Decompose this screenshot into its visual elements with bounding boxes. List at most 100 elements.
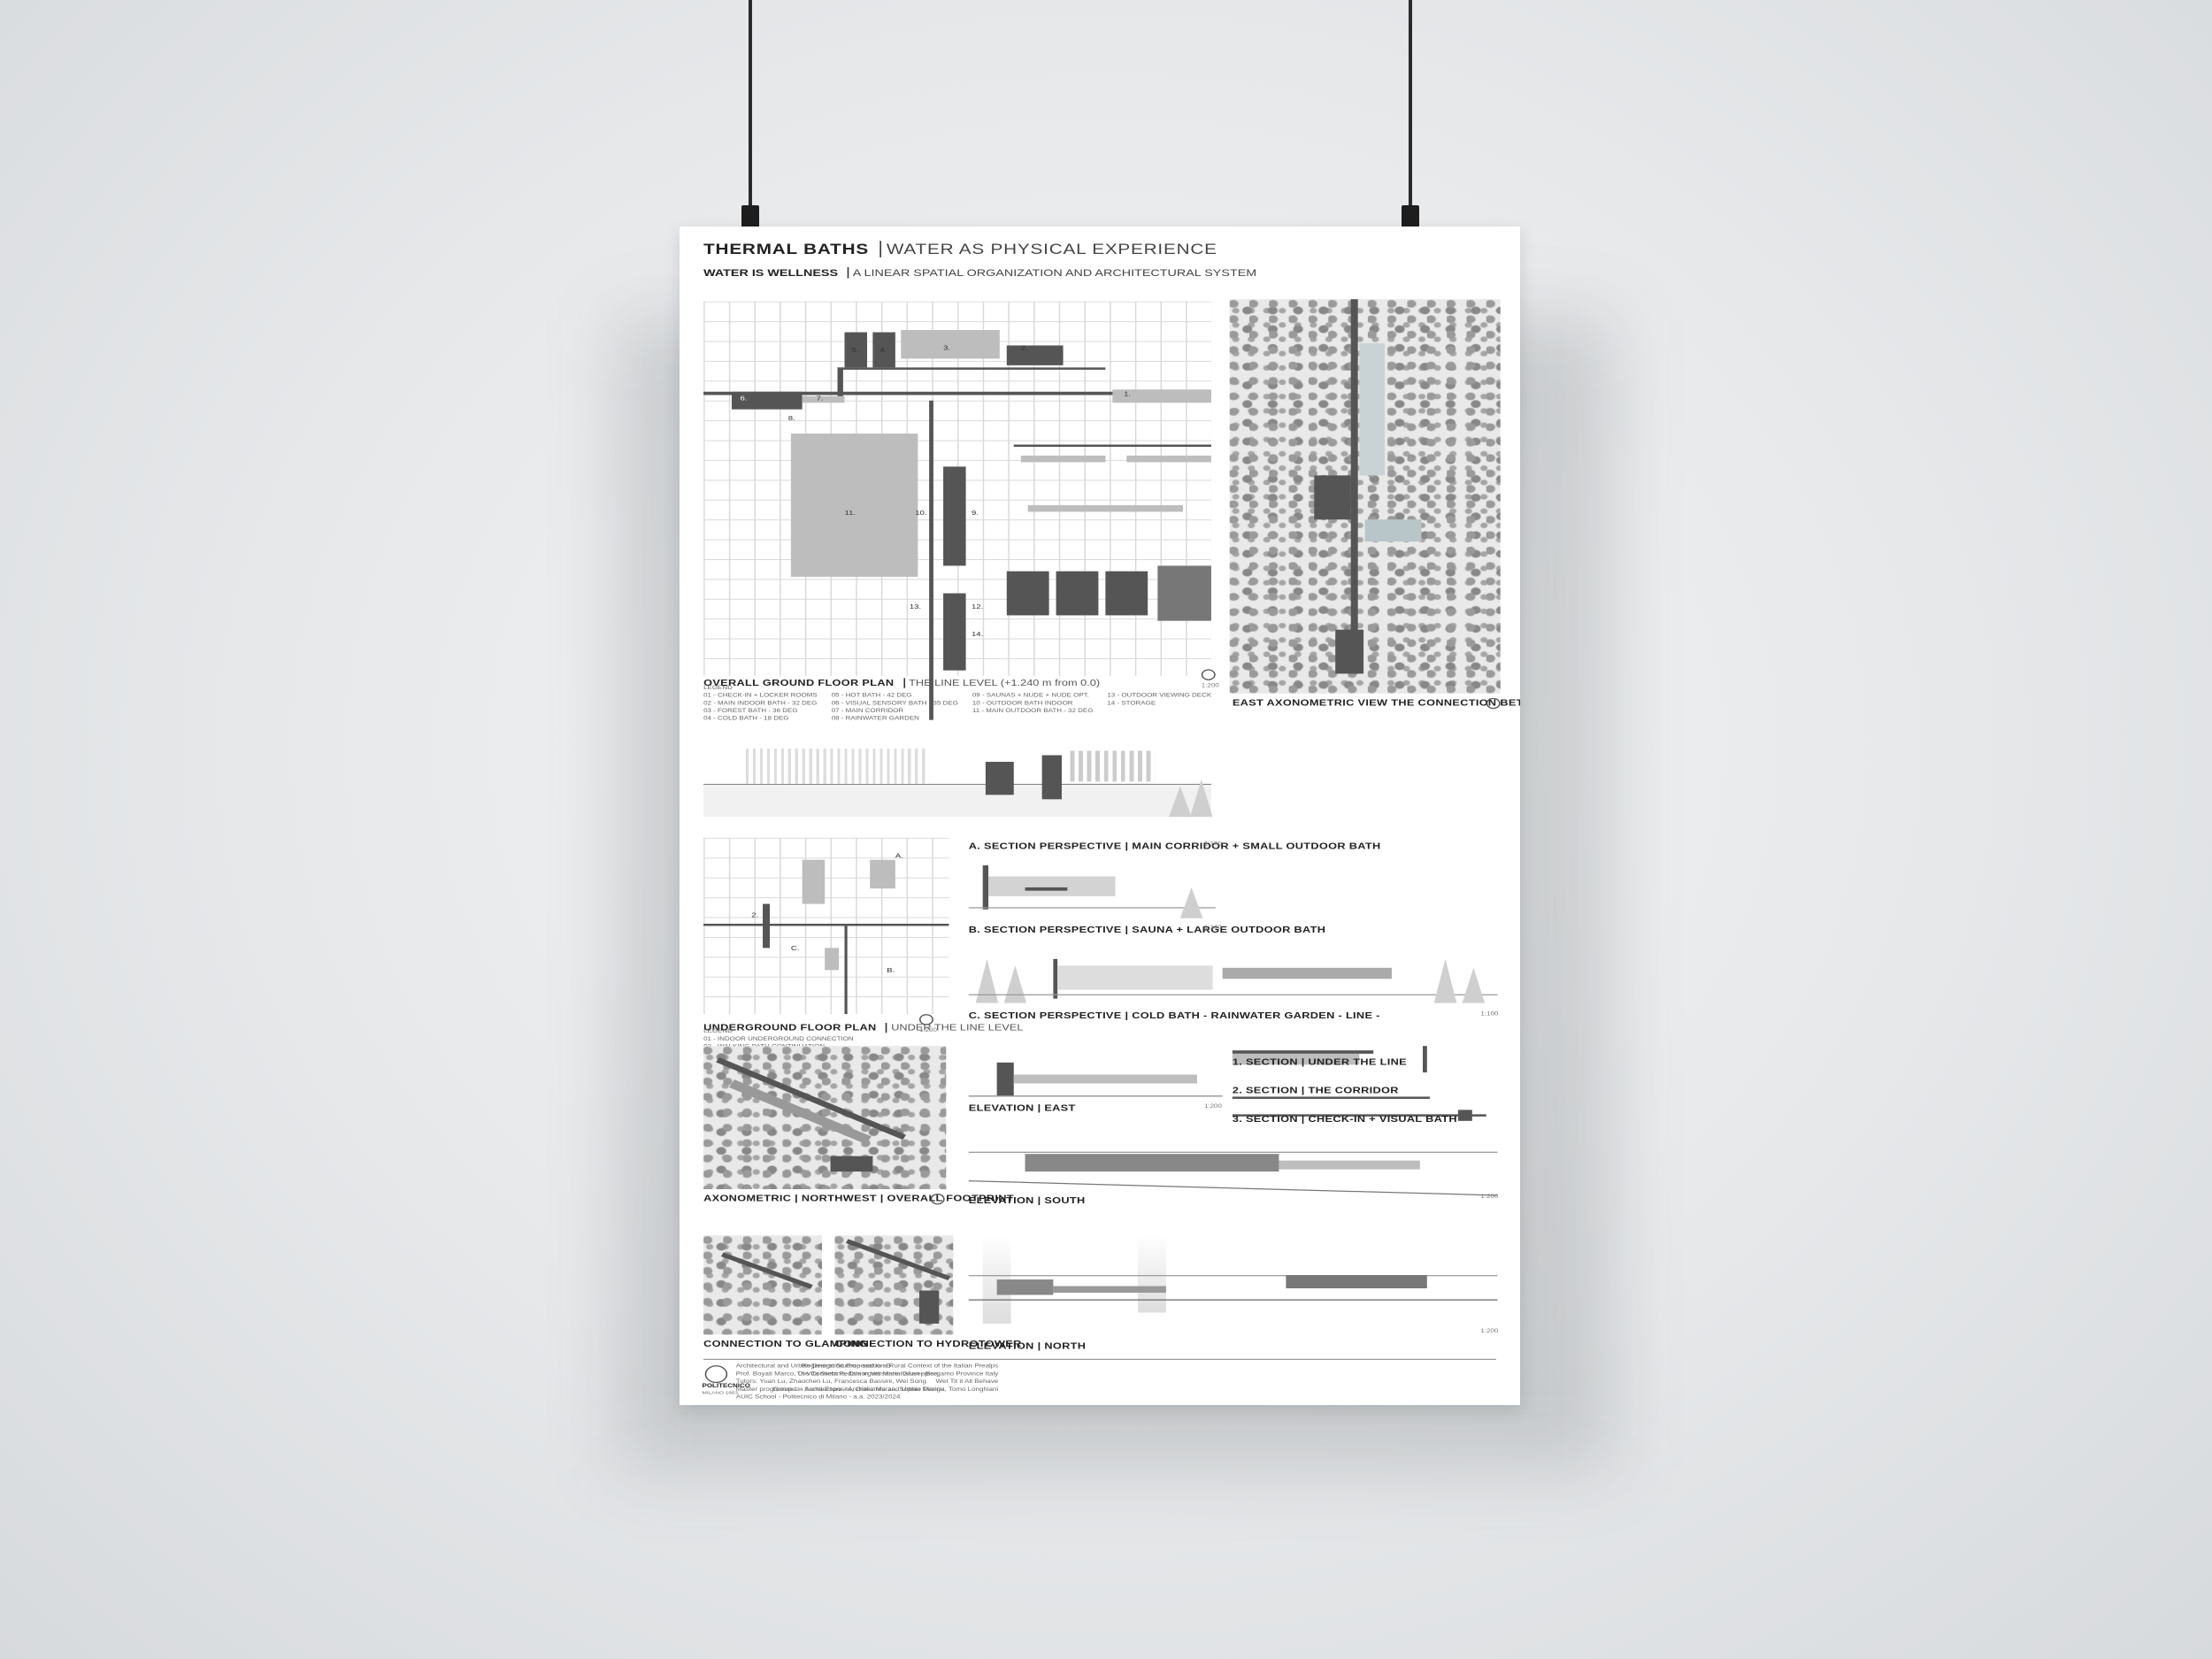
- section-marker-c: C.: [790, 945, 800, 953]
- footer-right-credits: Regeneration Proposal in a Rural Context…: [772, 1363, 998, 1394]
- underground-plan-caption: UNDERGROUND FLOOR PLAN UNDER THE LINE LE…: [703, 1017, 1024, 1036]
- section-a-drawing: [968, 855, 1216, 918]
- room-3-label: 3.: [943, 345, 951, 352]
- room-14-label: 14.: [971, 632, 984, 639]
- ground-plan-legend-label: LEGEND: [703, 684, 733, 692]
- legend-item: 11 - MAIN OUTDOOR BATH - 32 DEG: [972, 708, 1094, 715]
- room-12-label: 12.: [971, 603, 984, 611]
- credit-line: Tutors: Yuan Lu, Zhaochen Lu, Francesca …: [735, 1379, 926, 1386]
- logo-text: POLITECNICO: [702, 1383, 750, 1390]
- hydrotower-connection-view: [834, 1235, 954, 1335]
- poster-content: THERMAL BATHS WATER AS PHYSICAL EXPERIEN…: [680, 227, 1520, 1405]
- room-2-label: 2.: [1020, 345, 1028, 352]
- underground-plan-level: UNDER THE LINE LEVEL: [885, 1023, 1024, 1033]
- elevation-north-title: ELEVATION | NORTH: [968, 1340, 1087, 1352]
- elevation-east-title: ELEVATION | EAST: [968, 1102, 1076, 1114]
- credit-line: Prof. Boyati Marco, Di Vita Stefano, Dim…: [735, 1371, 939, 1378]
- ground-plan-level: THE LINE LEVEL (+1.240 m from 0.0): [902, 678, 1101, 688]
- elevation-north-scale: 1:200: [1480, 1327, 1499, 1335]
- credit-line: Wet Tit it All Behave: [935, 1379, 999, 1386]
- credit-line: Master programme in Architecture - Archi…: [735, 1386, 945, 1394]
- room-8-label: 8.: [787, 416, 795, 423]
- legend-item: 04 - COLD BATH - 18 DEG: [703, 715, 789, 723]
- section-b-scale: 1:100: [1203, 925, 1222, 932]
- room-4-label: 4.: [879, 347, 887, 355]
- section-marker-b: B.: [887, 967, 895, 975]
- room-5-label: 5.: [851, 347, 859, 355]
- credit-line: AUIC School - Politecnico di Milano - a.…: [735, 1394, 901, 1402]
- ground-plan-legend: 01 - CHECK-IN + LOCKER ROOMS 02 - MAIN I…: [703, 693, 1211, 724]
- legend-item: 07 - MAIN CORRIDOR: [831, 708, 904, 715]
- connection-glamping-title: CONNECTION TO GLAMPING: [703, 1339, 869, 1349]
- legend-item: 06 - VISUAL SENSORY BATH - 35 DEG: [831, 700, 958, 707]
- section-c-scale: 1:100: [1480, 1010, 1499, 1018]
- room-1-label: 1.: [1124, 391, 1132, 399]
- elevation-south-scale: 1:200: [1480, 1193, 1499, 1201]
- poster: THERMAL BATHS WATER AS PHYSICAL EXPERIEN…: [680, 227, 1520, 1405]
- legend-item: 03 - FOREST BATH - 36 DEG: [703, 708, 798, 715]
- north-arrow-icon: [918, 1014, 933, 1025]
- credit-line: The Connect Pedala in Versante Italian -…: [796, 1371, 999, 1378]
- section-3-title: 3. SECTION | CHECK-IN + VISUAL BATH: [1232, 1114, 1457, 1125]
- hanging-cable-right: [1409, 0, 1412, 212]
- section-2-title: 2. SECTION | THE CORRIDOR: [1232, 1085, 1399, 1096]
- ground-plan-caption: OVERALL GROUND FLOOR PLAN THE LINE LEVEL…: [703, 672, 1101, 691]
- elevation-south-title: ELEVATION | SOUTH: [968, 1195, 1086, 1206]
- legend-item: 01 - INDOOR UNDERGROUND CONNECTION: [703, 1035, 854, 1043]
- title-bold: THERMAL BATHS: [703, 241, 869, 257]
- ground-plan-title: OVERALL GROUND FLOOR PLAN: [703, 678, 895, 688]
- section-b-title: B. SECTION PERSPECTIVE | SAUNA + LARGE O…: [968, 925, 1326, 935]
- room-10-label: 10.: [915, 511, 927, 518]
- orientation-icon: [1486, 697, 1501, 710]
- legend-column-3: 09 - SAUNAS + NUDE + NUDE OPT. 10 - OUTD…: [972, 693, 1094, 724]
- underground-marker-2: 2.: [751, 912, 759, 920]
- room-9-label: 9.: [971, 511, 979, 518]
- section-c-title: C. SECTION PERSPECTIVE | COLD BATH - RAI…: [968, 1010, 1380, 1021]
- room-11-label: 11.: [844, 511, 856, 518]
- footer-left-credits: Architectural and Urban Design Studio - …: [736, 1363, 945, 1402]
- poster-header: THERMAL BATHS WATER AS PHYSICAL EXPERIEN…: [703, 240, 1256, 281]
- section-marker-a: A.: [895, 853, 903, 860]
- south-elevation-drawing: [968, 1136, 1498, 1202]
- legend-item: 10 - OUTDOOR BATH INDOOR: [972, 700, 1073, 707]
- small-sections-drawing: [1232, 1041, 1501, 1123]
- east-elevation-drawing: [968, 1046, 1223, 1101]
- north-elevation-drawing: [968, 1235, 1498, 1337]
- northwest-axonometric-view: [703, 1046, 947, 1190]
- legend-item: 09 - SAUNAS + NUDE + NUDE OPT.: [972, 692, 1089, 700]
- footer-divider: [703, 1358, 1496, 1360]
- credit-line: Group 1 - Santa Esposito, Giulia Marza, …: [772, 1386, 999, 1394]
- connection-hydrotower-title: CONNECTION TO HYDROTOWER: [834, 1339, 1022, 1349]
- room-13-label: 13.: [909, 603, 922, 611]
- underground-legend-label: LEGEND: [703, 1028, 733, 1035]
- ground-floor-plan-drawing: 1. 2. 3. 4. 5. 6. 7. 8. 9. 10. 11. 12. 1…: [703, 301, 1211, 720]
- legend-item: 14 - STORAGE: [1107, 700, 1156, 707]
- legend-column-1: 01 - CHECK-IN + LOCKER ROOMS 02 - MAIN I…: [703, 693, 818, 724]
- legend-item: 13 - OUTDOOR VIEWING DECK: [1107, 692, 1212, 700]
- east-axo-title: EAST AXONOMETRIC VIEW THE CONNECTION BET…: [1232, 697, 1520, 709]
- room-6-label: 6.: [740, 396, 748, 403]
- room-7-label: 7.: [816, 396, 824, 403]
- credit-line: Regeneration Proposal in a Rural Context…: [801, 1363, 999, 1371]
- axo-nw-title: AXONOMETRIC | NORTHWEST | OVERALL FOOTPR…: [703, 1193, 1014, 1204]
- long-section-drawing: [703, 740, 1213, 818]
- logo-subtext: MILANO 1863: [702, 1389, 738, 1395]
- credit-line: Architectural and Urban Design Studio - …: [735, 1363, 892, 1371]
- elevation-east-scale: 1:200: [1203, 1102, 1222, 1110]
- glamping-connection-view: [703, 1235, 822, 1335]
- legend-item: 08 - RAINWATER GARDEN: [831, 715, 919, 723]
- underground-plan-drawing: 2. A. B. C.: [703, 837, 949, 1015]
- politecnico-logo-icon: [704, 1365, 728, 1384]
- legend-item: 01 - CHECK-IN + LOCKER ROOMS: [703, 692, 818, 700]
- ground-plan-scale: 1:200: [1201, 682, 1219, 689]
- subtitle-bold: WATER IS WELLNESS: [703, 267, 839, 279]
- orientation-icon: [930, 1193, 945, 1205]
- legend-column-4: 13 - OUTDOOR VIEWING DECK 14 - STORAGE: [1107, 693, 1211, 724]
- section-1-title: 1. SECTION | UNDER THE LINE: [1232, 1056, 1407, 1067]
- section-b-drawing: [968, 937, 1498, 1003]
- hanging-cable-left: [749, 0, 752, 212]
- east-axonometric-view: [1229, 299, 1501, 694]
- underground-plan-title: UNDERGROUND FLOOR PLAN: [703, 1023, 877, 1033]
- legend-column-2: 05 - HOT BATH - 42 DEG 06 - VISUAL SENSO…: [832, 693, 958, 724]
- section-a-title: A. SECTION PERSPECTIVE | MAIN CORRIDOR +…: [968, 841, 1381, 851]
